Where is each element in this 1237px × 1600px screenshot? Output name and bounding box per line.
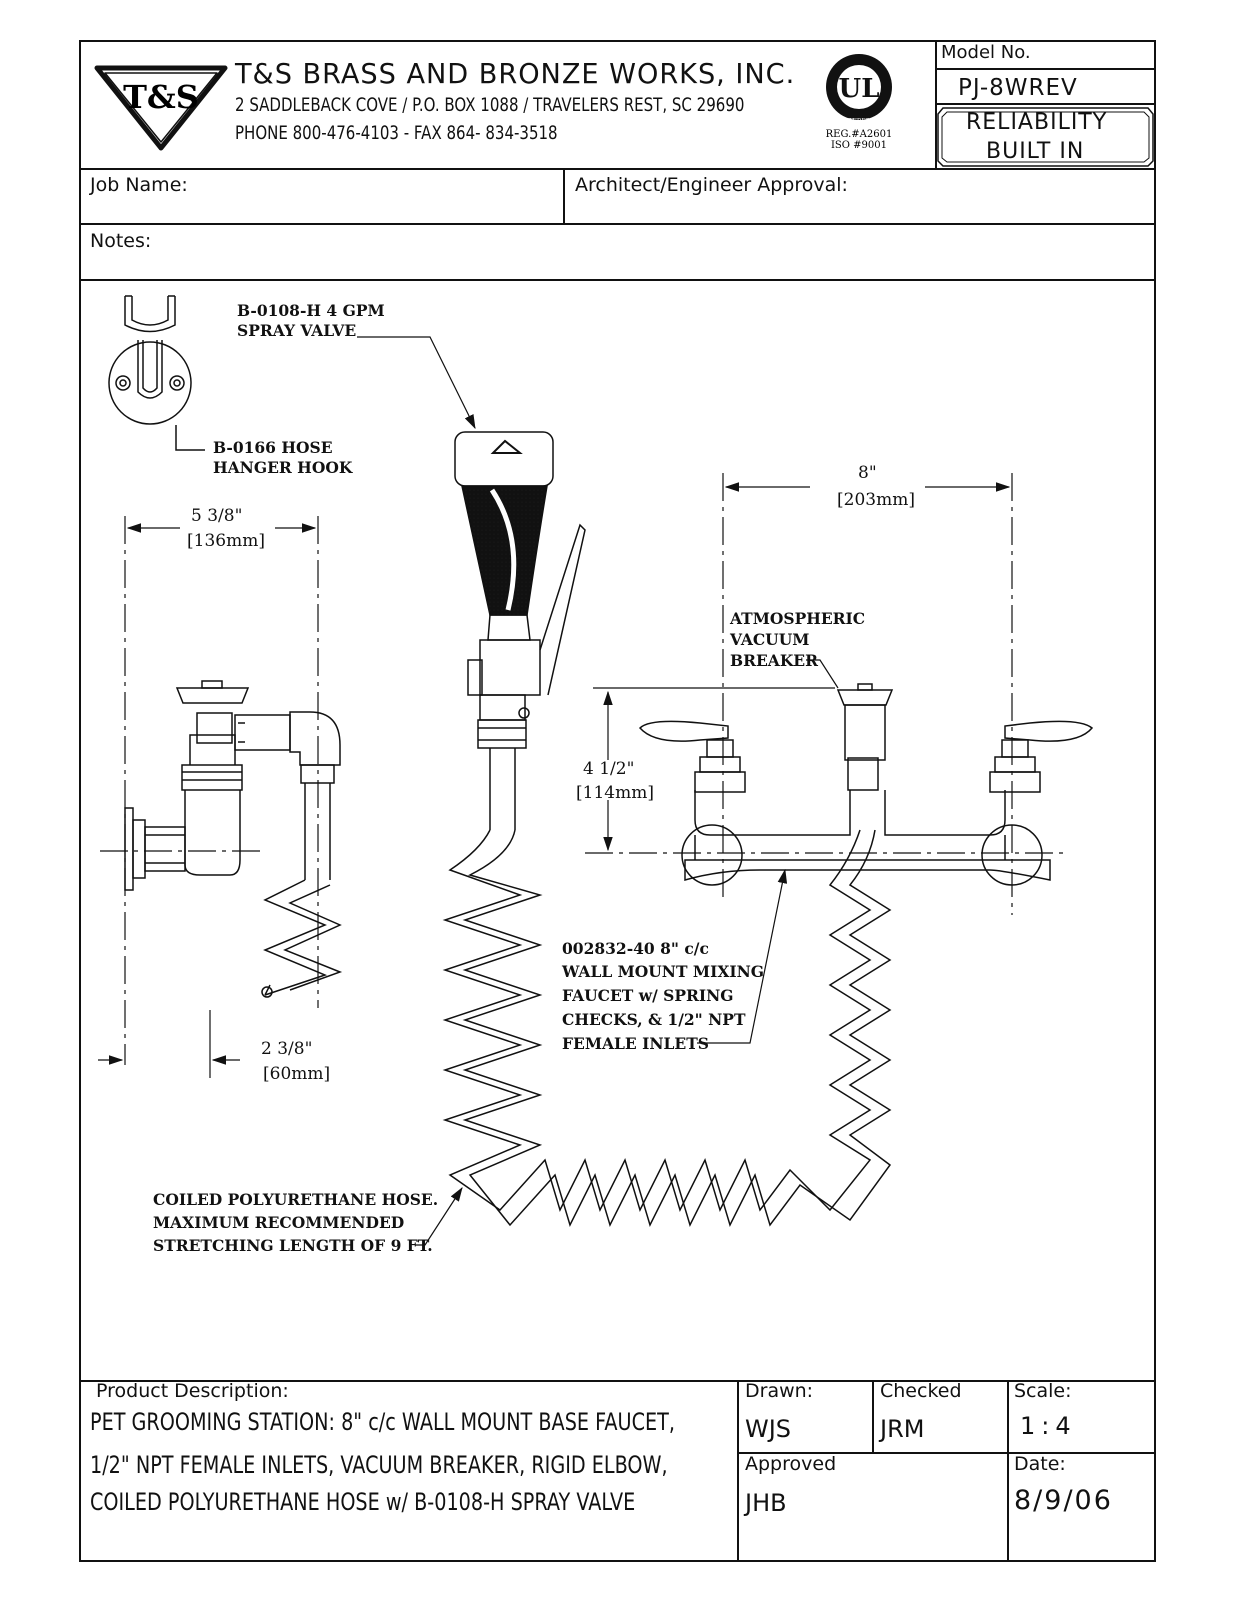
description-line-1: PET GROOMING STATION: 8" c/c WALL MOUNT … — [90, 1408, 675, 1436]
ul-mark: UL — [839, 74, 880, 104]
spray-valve-label-2: SPRAY VALVE — [237, 321, 357, 340]
approved-value: JHB — [745, 1489, 787, 1517]
reg-number: REG.#A2601 — [826, 129, 893, 140]
vacuum-breaker-label-2: VACUUM — [730, 630, 810, 649]
spray-valve-label-1: B-0108-H 4 GPM — [237, 301, 385, 320]
scale-value: 1:4 — [1020, 1412, 1077, 1440]
job-approval-divider — [563, 168, 565, 223]
description-label: Product Description: — [96, 1380, 289, 1402]
job-name-label: Job Name: — [90, 174, 188, 196]
description-line-3: COILED POLYURETHANE HOSE w/ B-0108-H SPR… — [90, 1488, 636, 1516]
model-value-divider — [935, 103, 1156, 105]
drawing-sheet — [79, 40, 1156, 1562]
approval-label: Architect/Engineer Approval: — [575, 174, 848, 196]
hose-label-2: MAXIMUM RECOMMENDED — [153, 1213, 405, 1232]
title-block-mid-divider — [737, 1452, 1156, 1454]
vacuum-breaker-label-1: ATMOSPHERIC — [730, 609, 866, 628]
hose-hook-label-1: B-0166 HOSE — [213, 438, 333, 457]
company-name: T&S BRASS AND BRONZE WORKS, INC. — [235, 57, 796, 90]
title-block-scale-divider — [1007, 1380, 1009, 1562]
dim-height: 4 1/2" — [583, 759, 635, 779]
checked-label: Checked — [880, 1380, 962, 1402]
dimension-lines — [98, 336, 1068, 1246]
date-value: 8/9/06 — [1014, 1485, 1113, 1516]
dim-side-depth-mm: [60mm] — [263, 1064, 331, 1084]
dim-side-depth: 2 3/8" — [261, 1039, 313, 1059]
scale-label: Scale: — [1014, 1380, 1072, 1402]
dim-side-width: 5 3/8" — [191, 506, 243, 526]
drawn-value: WJS — [745, 1415, 792, 1443]
header-divider — [79, 168, 1156, 170]
company-address: 2 SADDLEBACK COVE / P.O. BOX 1088 / TRAV… — [235, 94, 745, 116]
title-block-top — [79, 1380, 1156, 1382]
hose-hanger-hook — [108, 295, 205, 451]
faucet-side-view — [124, 680, 343, 998]
tagline-line-2: BUILT IN — [986, 139, 1085, 164]
ul-ring-text: REGISTERED FIRM — [828, 118, 889, 125]
faucet-label-3: FAUCET w/ SPRING — [562, 986, 734, 1005]
notes-label: Notes: — [90, 230, 152, 252]
hose-label-1: COILED POLYURETHANE HOSE. — [153, 1190, 439, 1209]
tagline-line-1: RELIABILITY — [966, 110, 1108, 135]
notes-row-divider — [79, 279, 1156, 281]
hose-hook-label-2: HANGER HOOK — [213, 458, 353, 477]
iso-number: ISO #9001 — [831, 140, 887, 151]
dim-centers: 8" — [858, 463, 877, 483]
checked-value: JRM — [880, 1415, 925, 1443]
faucet-front-view — [638, 683, 1094, 886]
faucet-label-5: FEMALE INLETS — [562, 1034, 709, 1053]
model-label: Model No. — [941, 42, 1031, 63]
vacuum-breaker-label-3: BREAKER — [730, 651, 818, 670]
faucet-label-2: WALL MOUNT MIXING — [562, 962, 764, 981]
dim-side-width-mm: [136mm] — [187, 531, 265, 551]
job-row-divider — [79, 223, 1156, 225]
hose-label-3: STRETCHING LENGTH OF 9 FT. — [153, 1236, 433, 1255]
dim-centers-mm: [203mm] — [837, 490, 915, 510]
drawn-label: Drawn: — [745, 1380, 814, 1402]
model-value: PJ-8WREV — [958, 75, 1078, 101]
approved-label: Approved — [745, 1453, 837, 1475]
title-block-desc-divider — [737, 1380, 739, 1562]
faucet-label-4: CHECKS, & 1/2" NPT — [562, 1010, 746, 1029]
description-line-2: 1/2" NPT FEMALE INLETS, VACUUM BREAKER, … — [90, 1451, 668, 1479]
tagline-frame — [937, 107, 1154, 167]
date-label: Date: — [1014, 1453, 1066, 1475]
faucet-label-1: 002832-40 8" c/c — [562, 939, 709, 958]
ts-logo: T&S — [94, 65, 228, 151]
spray-valve — [454, 431, 586, 830]
model-label-divider — [935, 68, 1156, 70]
ul-registered-badge: UL REGISTERED FIRM REG.#A2601 ISO #9001 — [826, 54, 893, 151]
title-block-drawn-divider — [872, 1380, 874, 1452]
logo-text: T&S — [123, 78, 199, 116]
coiled-hose — [442, 829, 892, 1228]
dim-height-mm: [114mm] — [576, 783, 654, 803]
company-phone: PHONE 800-476-4103 - FAX 864- 834-3518 — [235, 122, 558, 144]
